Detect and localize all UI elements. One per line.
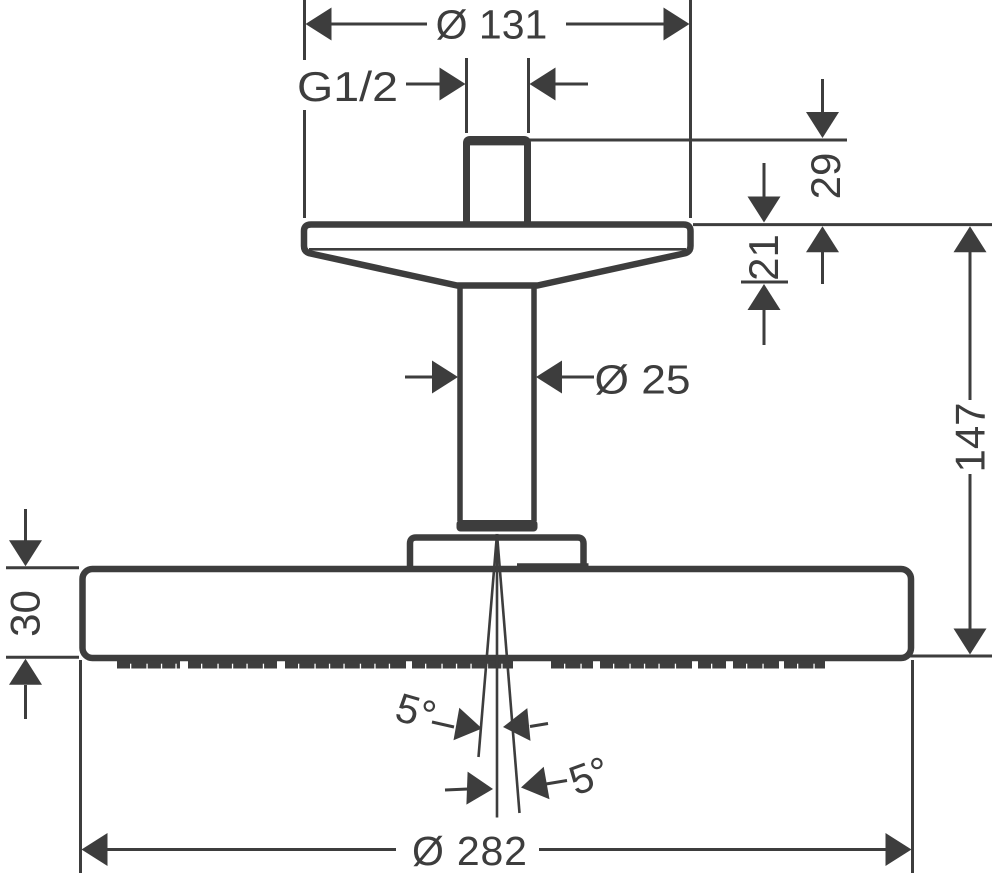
svg-text:Ø 25: Ø 25 (595, 357, 691, 403)
svg-text:21: 21 (740, 234, 787, 281)
svg-text:Ø 131: Ø 131 (436, 2, 548, 48)
svg-text:30: 30 (2, 590, 49, 637)
svg-text:5°: 5° (391, 684, 441, 739)
svg-text:147: 147 (947, 402, 994, 472)
svg-text:5°: 5° (563, 748, 616, 805)
svg-text:Ø 282: Ø 282 (412, 828, 528, 874)
svg-text:29: 29 (802, 153, 849, 200)
svg-text:G1/2: G1/2 (297, 63, 398, 110)
